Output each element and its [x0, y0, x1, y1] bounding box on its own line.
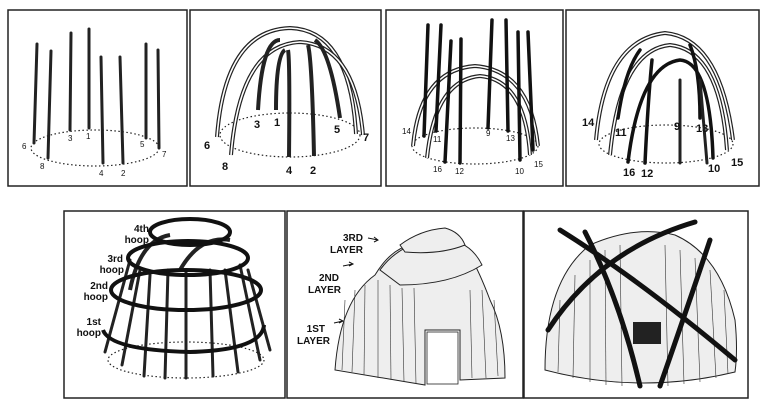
hoop-label: 3rd: [107, 254, 123, 265]
pole-label: 9: [486, 129, 491, 138]
pole-label: 9: [674, 121, 680, 133]
hoop-label: hoop: [84, 292, 108, 303]
pole-label: 6: [22, 142, 27, 151]
pole-label: 16: [433, 165, 442, 174]
pole-label: 12: [641, 168, 653, 180]
hoop-label: hoop: [100, 265, 124, 276]
layer-labels: 3RD LAYER 2ND LAYER 1ST LAYER: [297, 233, 379, 347]
pole-label: 15: [534, 160, 543, 169]
pole-label: 10: [515, 167, 524, 176]
pole-label: 7: [363, 132, 369, 144]
pole-label: 4: [286, 165, 293, 177]
panel-2-arches: 3 1 5 7 6 8 4 2: [189, 9, 382, 187]
panel-7-finished-wigwam: [523, 210, 749, 399]
hoop-label: hoop: [125, 235, 149, 246]
pole-label: 3: [254, 119, 260, 131]
panel-5-hoops: 4th hoop 3rd hoop 2nd hoop 1st hoop: [63, 210, 286, 399]
pole-label: 5: [334, 124, 340, 136]
pole-label: 1: [274, 117, 280, 129]
doorway: [633, 322, 661, 344]
pole-label: 11: [433, 135, 442, 144]
panel-3-more-poles: 14 11 9 13 15 16 12 10: [385, 9, 564, 187]
pole-label: 14: [402, 127, 411, 136]
pole-label: 11: [615, 127, 627, 139]
pole-label: 10: [708, 163, 720, 175]
fourth-hoop: [148, 217, 232, 247]
layer-label: 1ST: [307, 324, 325, 335]
hoop-labels: 4th hoop 3rd hoop 2nd hoop 1st hoop: [77, 224, 149, 339]
layer-label: 3RD: [343, 233, 363, 244]
pole-label: 3: [68, 134, 73, 143]
pole-label: 8: [222, 161, 228, 173]
hoop-label: hoop: [77, 328, 101, 339]
pole-label: 2: [121, 169, 126, 178]
pole-label: 5: [140, 140, 145, 149]
bark-covered-wigwam: [544, 231, 737, 384]
pole-label: 8: [40, 162, 45, 171]
pole-label: 14: [582, 117, 595, 129]
doorway: [426, 331, 459, 385]
second-hoop: [109, 268, 263, 312]
pole-label: 4: [99, 169, 104, 178]
layer-label: LAYER: [330, 245, 364, 256]
pole-label: 13: [696, 123, 708, 135]
pole-label: 12: [455, 167, 464, 176]
pole-label: 15: [731, 157, 743, 169]
frame-poles: [103, 258, 272, 380]
first-hoop: [101, 324, 266, 355]
pole-label: 7: [162, 150, 167, 159]
hoop-label: 4th: [134, 224, 149, 235]
pole-label: 13: [506, 134, 515, 143]
pole-label: 6: [204, 140, 210, 152]
layer-label: LAYER: [297, 336, 331, 347]
hoop-label: 1st: [87, 317, 102, 328]
pole-label: 1: [86, 132, 91, 141]
third-hoop: [126, 239, 250, 277]
panel-6-bark-layers: 3RD LAYER 2ND LAYER 1ST LAYER: [286, 210, 524, 399]
pole-label: 16: [623, 167, 635, 179]
panel-1-poles: 6 3 1 5 7 8 4 2: [7, 9, 188, 187]
layer-label: LAYER: [308, 285, 342, 296]
binding-poles: [545, 219, 738, 389]
layer-label: 2ND: [319, 273, 339, 284]
pole-label: 2: [310, 165, 316, 177]
panel-4-full-frame: 14 11 9 13 16 12 10 15: [565, 9, 760, 187]
bark-texture: [341, 280, 499, 385]
arrow-icon: [333, 236, 379, 324]
hoop-label: 2nd: [90, 281, 108, 292]
dark-poles: [422, 18, 535, 165]
upright-poles: [32, 27, 161, 165]
